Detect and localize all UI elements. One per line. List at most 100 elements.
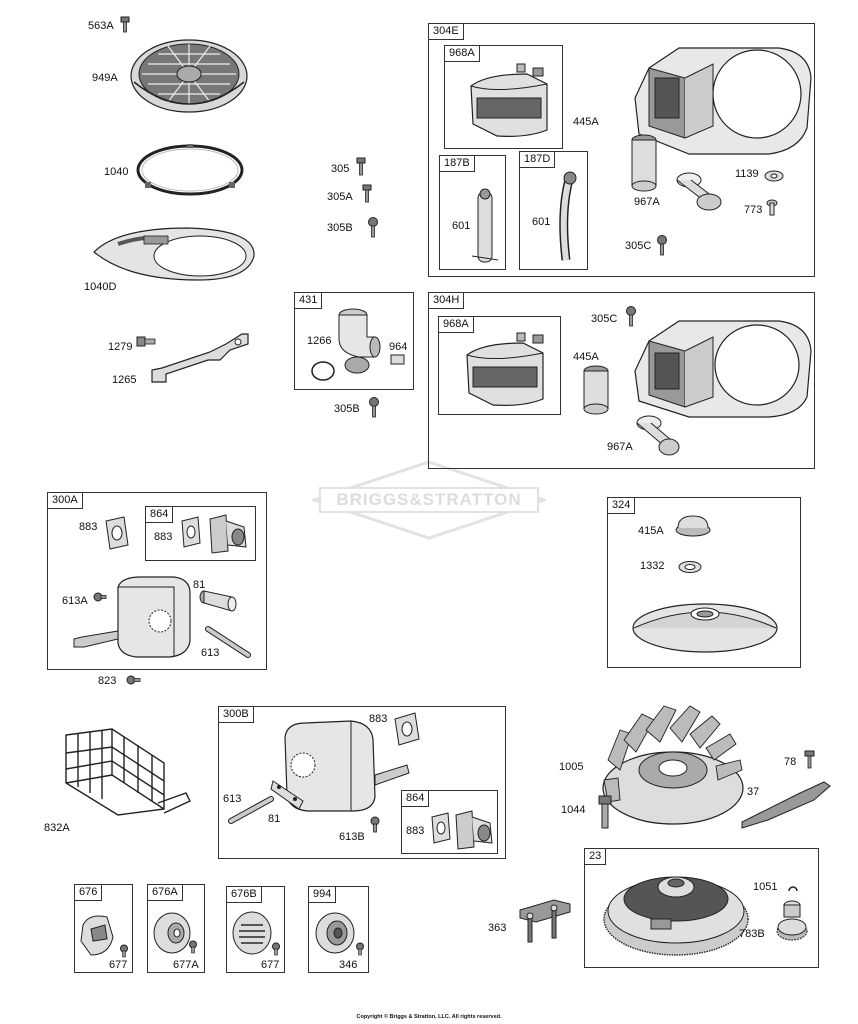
kit-box-676B: 676B 677 bbox=[226, 886, 285, 973]
muffler-drawing bbox=[70, 571, 198, 663]
kit-tag-864-A: 864 bbox=[145, 506, 174, 523]
callout-1265: 1265 bbox=[112, 374, 137, 386]
screw-icon bbox=[126, 674, 142, 686]
fuel-line-drawing bbox=[471, 186, 502, 268]
fuel-line-drawing bbox=[550, 170, 586, 268]
callout-363: 363 bbox=[488, 922, 507, 934]
gasket-drawing bbox=[104, 515, 130, 551]
callout-677-a: 677 bbox=[109, 959, 128, 971]
callout-967A-H: 967A bbox=[607, 441, 633, 453]
flywheel-fan-drawing bbox=[598, 700, 748, 830]
clip-icon bbox=[787, 883, 799, 893]
kit-tag-968A-H: 968A bbox=[438, 316, 474, 333]
air-filter-drawing bbox=[581, 365, 611, 417]
kit-tag-864-B: 864 bbox=[401, 790, 430, 807]
callout-883-A2: 883 bbox=[154, 531, 173, 543]
callout-305B: 305B bbox=[327, 222, 353, 234]
callout-613A: 613A bbox=[62, 595, 88, 607]
cap-drawing bbox=[674, 514, 712, 538]
copyright-notice: Copyright © Briggs & Stratton, LLC. All … bbox=[356, 1014, 502, 1020]
pre-cleaner-drawing bbox=[635, 413, 680, 459]
callout-949A: 949A bbox=[92, 72, 118, 84]
callout-1005: 1005 bbox=[559, 761, 584, 773]
kit-tag-304E: 304E bbox=[428, 23, 464, 40]
callout-964: 964 bbox=[389, 341, 408, 353]
callout-415A: 415A bbox=[638, 525, 664, 537]
screw-icon bbox=[367, 217, 379, 238]
kit-tag-23: 23 bbox=[584, 848, 607, 865]
gasket-drawing bbox=[180, 515, 202, 549]
callout-613-B: 613 bbox=[223, 793, 242, 805]
callout-1040: 1040 bbox=[104, 166, 129, 178]
starter-gear-drawing bbox=[775, 897, 809, 945]
pin-icon bbox=[766, 199, 778, 216]
exhaust-flange-drawing bbox=[206, 511, 250, 555]
deflector-rod-drawing bbox=[204, 625, 256, 663]
kit-box-994: 994 346 bbox=[308, 886, 369, 973]
screw-icon bbox=[369, 816, 381, 833]
kit-box-431: 431 1266 964 bbox=[294, 292, 414, 390]
callout-1040D: 1040D bbox=[84, 281, 117, 293]
watermark-text: BRIGGS&STRATTON bbox=[336, 490, 522, 509]
kit-box-968A-H: 968A bbox=[438, 316, 561, 415]
cover-plate-drawing bbox=[231, 909, 273, 957]
kit-tag-676: 676 bbox=[74, 884, 103, 901]
callout-305: 305 bbox=[331, 163, 350, 175]
blower-housing-drawing bbox=[629, 311, 815, 423]
bolt-icon bbox=[136, 334, 157, 352]
elbow-intake-drawing bbox=[309, 305, 389, 383]
callout-445A-E: 445A bbox=[573, 116, 599, 128]
pre-cleaner-drawing bbox=[673, 170, 722, 214]
callout-677A: 677A bbox=[173, 959, 199, 971]
callout-1332: 1332 bbox=[640, 560, 665, 572]
kit-tag-187B: 187B bbox=[439, 155, 475, 172]
kit-box-304E: 304E 968A 187B 601 187D 601 bbox=[428, 23, 815, 277]
kit-box-864-A: 864 883 bbox=[145, 506, 256, 561]
screw-icon bbox=[356, 157, 366, 176]
callout-81-B: 81 bbox=[268, 813, 281, 825]
deflector-rod-drawing bbox=[227, 795, 277, 825]
kit-box-304H: 304H 968A 305C 445A bbox=[428, 292, 815, 469]
washer-icon bbox=[678, 560, 702, 574]
kit-box-187B: 187B 601 bbox=[439, 155, 506, 270]
kit-tag-300B: 300B bbox=[218, 706, 254, 723]
screw-icon bbox=[656, 235, 668, 256]
air-filter-drawing bbox=[629, 132, 659, 194]
callout-967A-E: 967A bbox=[634, 196, 660, 208]
kit-tag-676B: 676B bbox=[226, 886, 262, 903]
muffler-guard-drawing bbox=[58, 723, 194, 819]
callout-305C-E: 305C bbox=[625, 240, 652, 252]
callout-563A: 563A bbox=[88, 20, 114, 32]
kit-tag-324: 324 bbox=[607, 497, 636, 514]
callout-613-A: 613 bbox=[201, 647, 220, 659]
callout-305B-2: 305B bbox=[334, 403, 360, 415]
sleeve-icon bbox=[390, 354, 405, 365]
kit-box-300A: 300A 883 864 883 613A 81 613 bbox=[47, 492, 267, 670]
kit-tag-676A: 676A bbox=[147, 884, 183, 901]
blower-housing-drawing bbox=[629, 38, 815, 164]
kit-tag-304H: 304H bbox=[428, 292, 465, 309]
screw-icon bbox=[804, 750, 816, 769]
callout-37: 37 bbox=[747, 786, 760, 798]
bolt-icon bbox=[598, 795, 612, 830]
callout-81-A: 81 bbox=[193, 579, 206, 591]
callout-445A-H: 445A bbox=[573, 351, 599, 363]
callout-78: 78 bbox=[784, 756, 797, 768]
callout-823: 823 bbox=[98, 675, 117, 687]
armature-bracket-drawing bbox=[514, 890, 574, 946]
muffler-drawing bbox=[281, 715, 411, 815]
kit-box-324: 324 415A 1332 bbox=[607, 497, 801, 668]
cover-plate-drawing bbox=[150, 911, 194, 957]
cover-plate-drawing bbox=[79, 911, 119, 959]
screw-icon bbox=[625, 306, 637, 327]
kit-tag-968A-E: 968A bbox=[444, 45, 480, 62]
screw-icon bbox=[93, 591, 107, 607]
callout-677-b: 677 bbox=[261, 959, 280, 971]
kit-box-300B: 300B 883 613 81 613B 864 883 bbox=[218, 706, 506, 859]
screw-icon bbox=[120, 16, 130, 33]
callout-832A: 832A bbox=[44, 822, 70, 834]
kit-tag-187D: 187D bbox=[519, 151, 556, 168]
kit-box-676A: 676A 677A bbox=[147, 884, 205, 973]
callout-346: 346 bbox=[339, 959, 358, 971]
screw-icon bbox=[271, 942, 281, 956]
